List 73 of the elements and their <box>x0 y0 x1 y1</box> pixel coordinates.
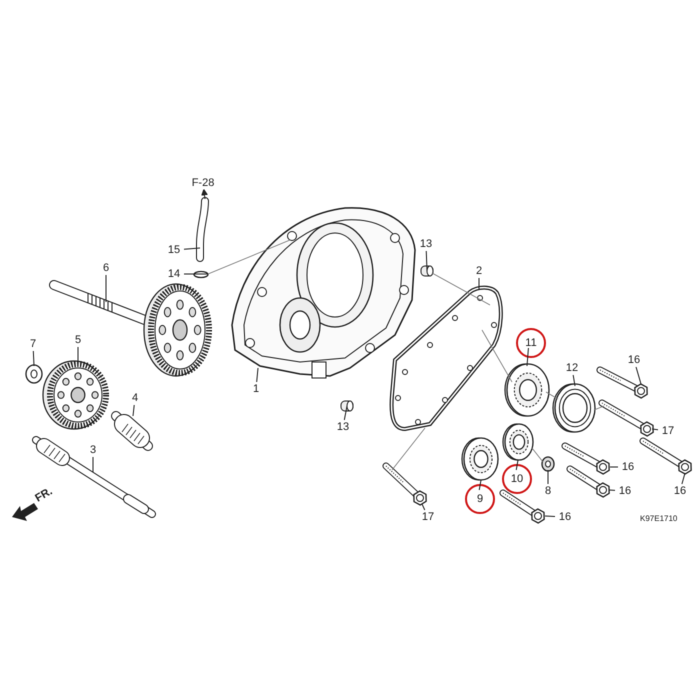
alignment-line <box>208 240 290 274</box>
alignment-line <box>532 448 544 462</box>
dowel-pin-drawing <box>340 399 354 413</box>
callout-number: 16 <box>670 484 690 498</box>
leader-line <box>32 350 34 366</box>
callout-number: 1 <box>246 382 266 396</box>
highlight-circle <box>516 328 546 358</box>
leader-line <box>572 374 576 386</box>
alignment-line <box>432 272 490 306</box>
leader-line <box>132 404 135 416</box>
callout-number: 16 <box>555 510 575 524</box>
callout-number: 16 <box>615 484 635 498</box>
bearing-drawing <box>503 422 535 462</box>
leader-line <box>478 480 482 490</box>
callout-number: 6 <box>96 261 116 275</box>
washer-drawing <box>540 456 556 472</box>
leader-line <box>608 490 616 491</box>
leader-line <box>92 456 94 472</box>
callout-number: 15 <box>164 243 184 257</box>
bolt-drawing <box>598 399 656 438</box>
leader-line <box>526 348 529 366</box>
gear-drawing <box>40 358 112 432</box>
callout-number: 2 <box>469 264 489 278</box>
dowel-pin-drawing <box>420 264 434 278</box>
leader-line <box>256 368 258 382</box>
highlight-circle <box>465 484 495 514</box>
alignment-line <box>482 330 512 382</box>
leader-line <box>610 466 618 468</box>
callout-number: 16 <box>618 460 638 474</box>
leader-line <box>201 188 208 200</box>
leader-line <box>184 248 200 250</box>
bolt-drawing <box>499 489 547 525</box>
leader-line <box>426 250 428 272</box>
direction-label: FR. <box>32 484 56 506</box>
callout-number: 4 <box>125 391 145 405</box>
bolt-drawing <box>382 462 429 507</box>
diagram-code: K97E1710 <box>640 513 678 525</box>
callout-number: 5 <box>68 333 88 347</box>
washer-drawing <box>24 364 44 384</box>
bolt-drawing <box>561 442 612 476</box>
callout-number: 13 <box>333 420 353 434</box>
callout-number: 7 <box>23 337 43 351</box>
bolt-drawing <box>596 366 650 400</box>
leader-line <box>344 406 348 420</box>
bolt-drawing <box>639 437 694 476</box>
highlight-circle <box>502 464 532 494</box>
alignment-line <box>594 406 604 410</box>
bolt-drawing <box>566 465 612 499</box>
callout-number: 13 <box>416 237 436 251</box>
callout-number: 10 <box>507 472 527 486</box>
bearing-drawing <box>462 436 500 482</box>
leader-line <box>636 366 642 384</box>
alignment-line <box>392 428 426 470</box>
leader-line <box>681 472 686 484</box>
leader-line <box>478 278 480 290</box>
callout-number: 12 <box>562 361 582 375</box>
callout-number: 8 <box>538 484 558 498</box>
leader-line <box>544 516 556 517</box>
callout-number: 11 <box>521 336 541 350</box>
callout-number: 14 <box>164 267 184 281</box>
callout-number: 3 <box>83 443 103 457</box>
leader-line <box>652 428 658 430</box>
reference-label: F-28 <box>186 176 220 190</box>
o-ring-drawing <box>193 270 209 279</box>
leader-line <box>422 504 426 510</box>
oil-seal-drawing <box>553 382 597 434</box>
pinion-gear-drawing <box>110 408 154 454</box>
callout-number: 17 <box>658 424 678 438</box>
bearing-drawing <box>505 362 551 418</box>
leader-line <box>516 460 518 470</box>
callout-number: 17 <box>418 510 438 524</box>
callout-number: 9 <box>470 492 490 506</box>
callout-number: 16 <box>624 353 644 367</box>
